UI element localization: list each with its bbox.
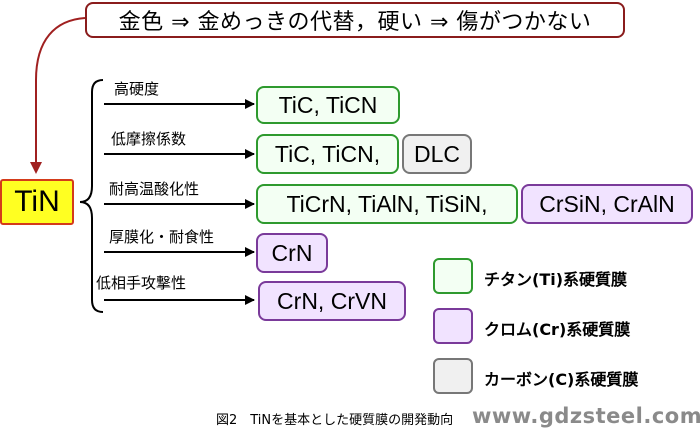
tin-box: TiN <box>0 179 74 225</box>
header-box: 金色 ⇒ 金めっきの代替，硬い ⇒ 傷がつかない <box>85 2 625 38</box>
target-box-crn: CrN <box>256 233 328 273</box>
legend-label-chromium: クロム(Cr)系硬質膜 <box>484 320 631 339</box>
target-box-ticticn-friction: TiC, TiCN, <box>256 134 399 174</box>
legend-label-titanium: チタン(Ti)系硬質膜 <box>484 270 628 289</box>
legend-swatch-titanium <box>433 258 473 294</box>
legend-label-carbon: カーボン(C)系硬質膜 <box>484 370 639 389</box>
target-box-cr-nitrides: CrSiN, CrAlN <box>521 184 693 224</box>
property-label-oxidation: 耐高温酸化性 <box>109 180 200 198</box>
property-label-hardness: 高硬度 <box>114 80 160 98</box>
target-box-dlc: DLC <box>402 134 472 174</box>
property-label-corrosion: 厚膜化・耐食性 <box>109 228 215 246</box>
property-label-low-aggression: 低相手攻撃性 <box>96 274 187 292</box>
watermark: www.gdzsteel.com <box>472 404 700 428</box>
header-to-tin-connector <box>30 17 86 174</box>
target-box-crn-crvn: CrN, CrVN <box>258 281 406 321</box>
branch-brace <box>79 79 104 313</box>
legend-swatch-chromium <box>433 308 473 344</box>
target-box-ticticn-hardness: TiC, TiCN <box>256 86 400 124</box>
legend-swatch-carbon <box>433 358 473 394</box>
property-label-low-friction: 低摩擦係数 <box>111 130 187 148</box>
target-box-ti-nitrides: TiCrN, TiAlN, TiSiN, <box>256 184 518 224</box>
figure-caption: 図2 TiNを基本とした硬質膜の開発動向 <box>216 413 454 428</box>
